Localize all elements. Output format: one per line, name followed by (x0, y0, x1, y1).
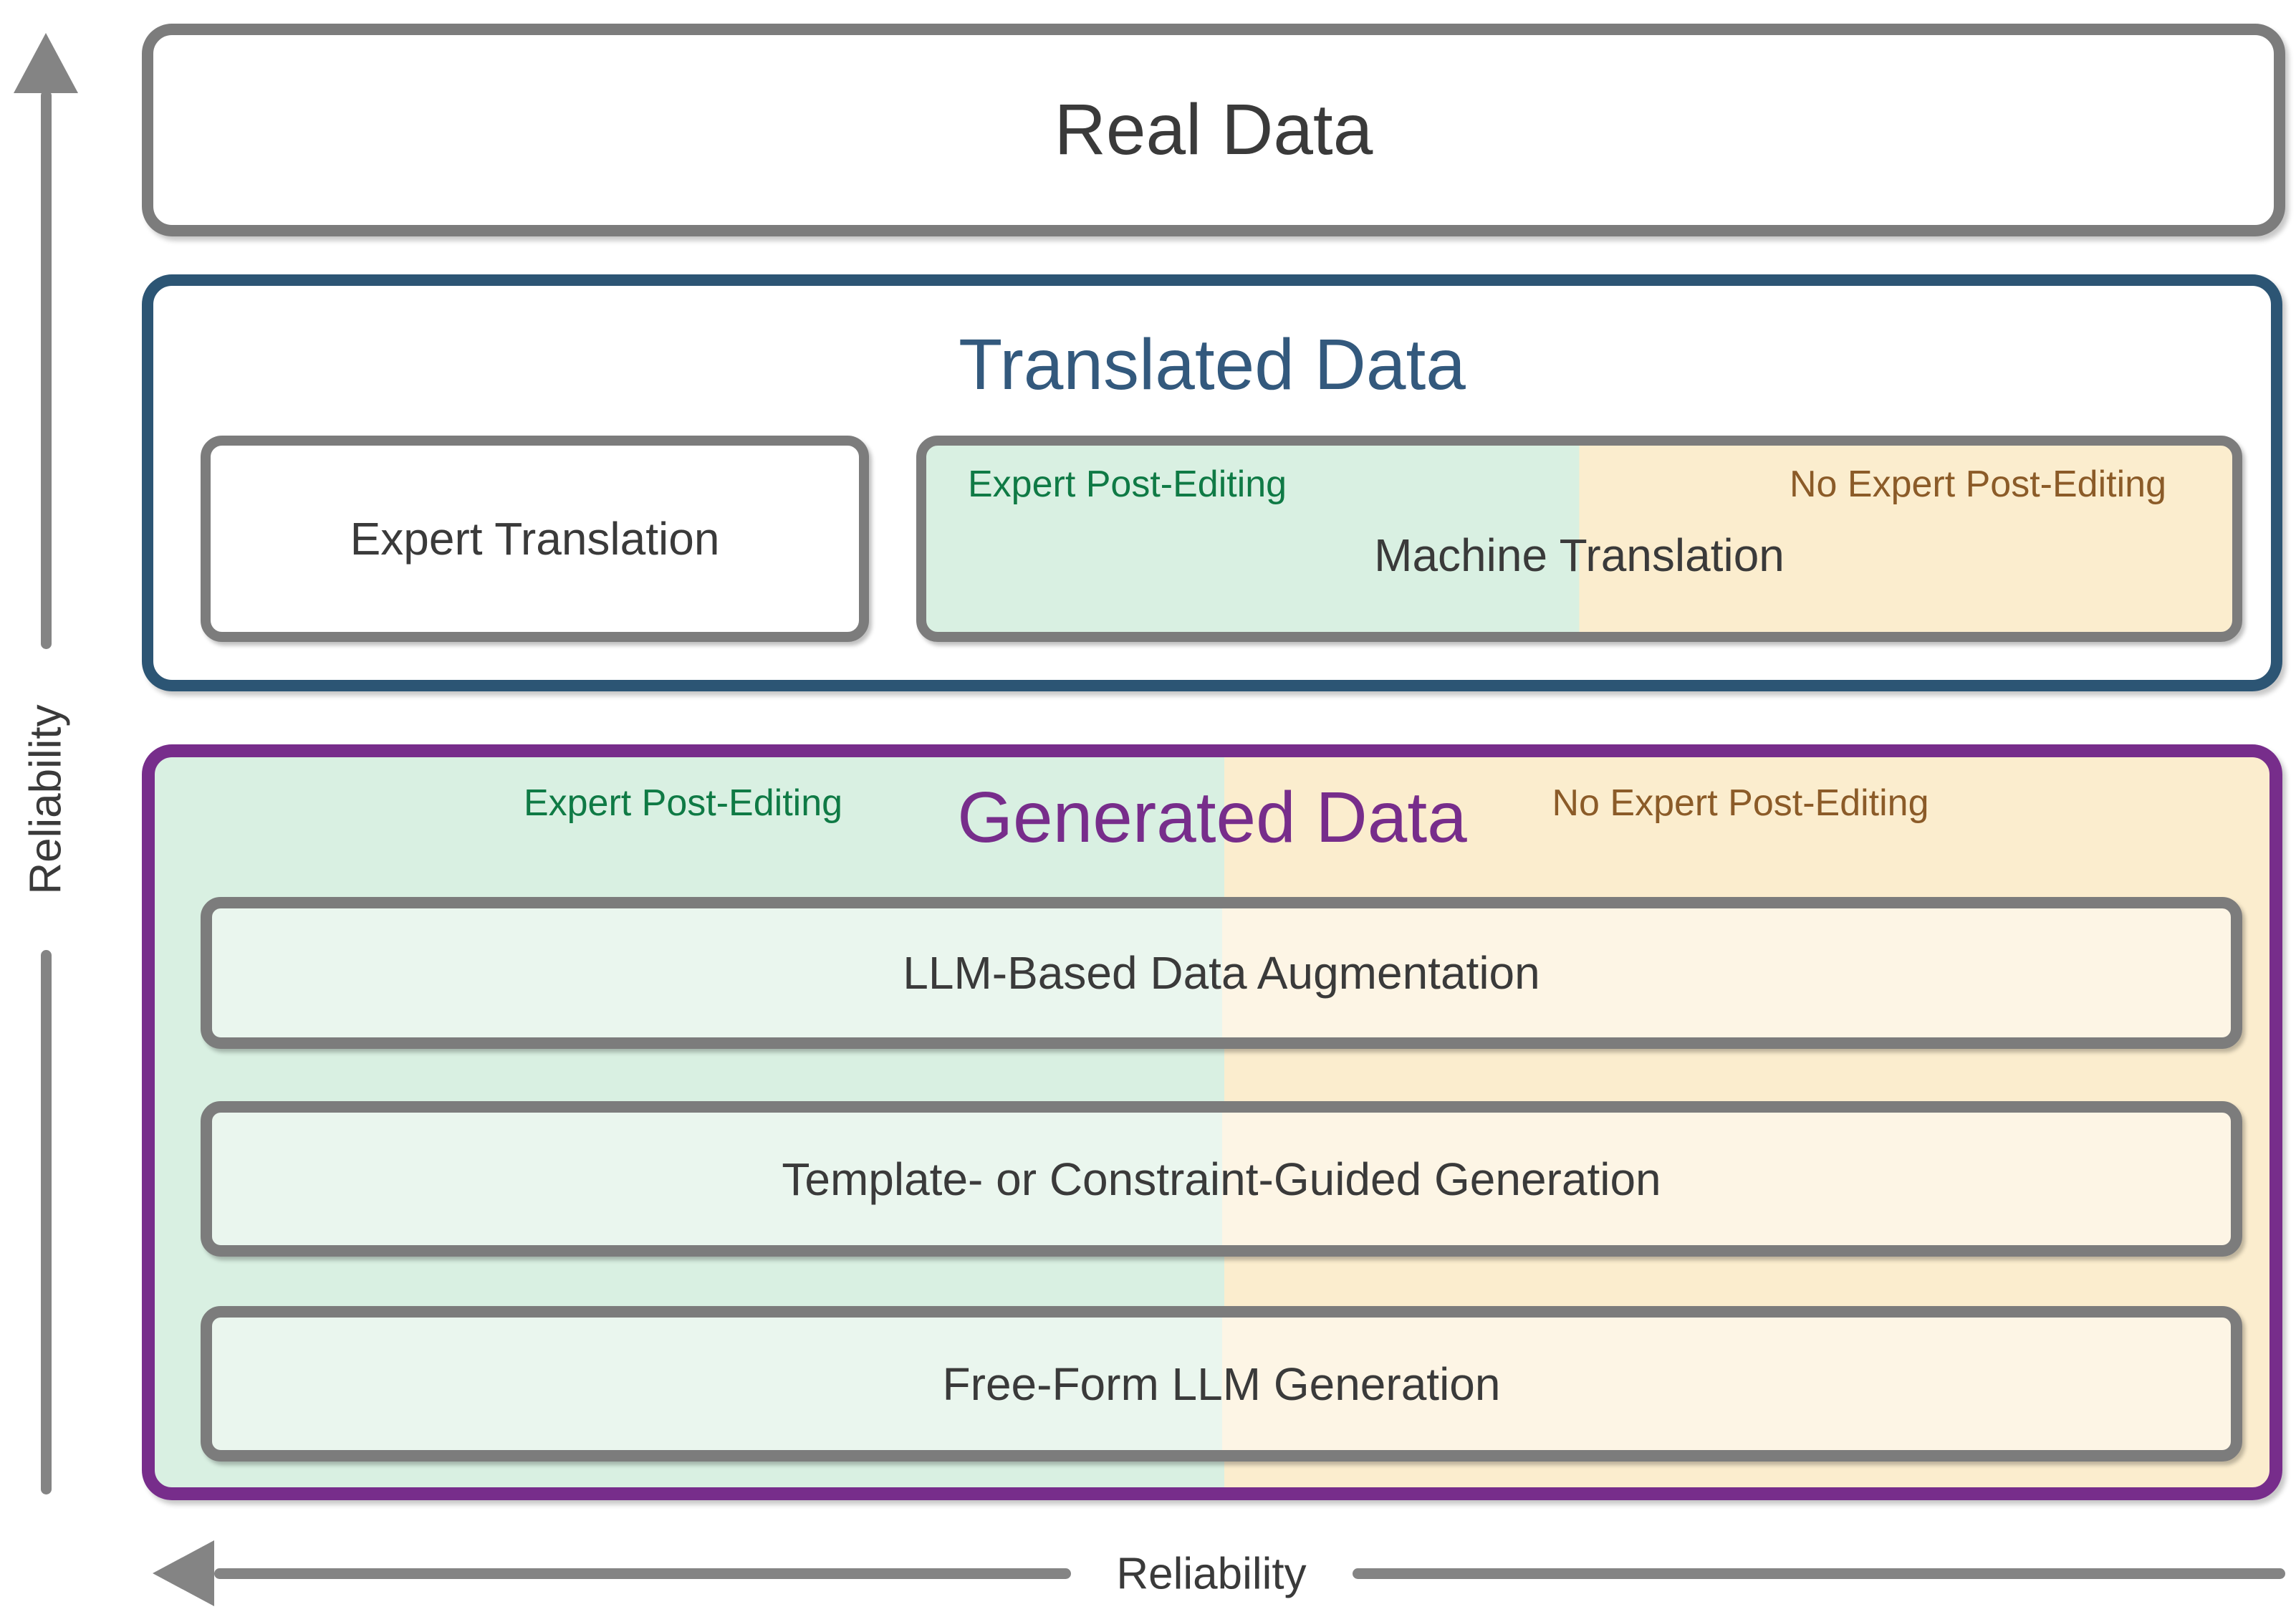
generated-expert-post-editing-tag: Expert Post-Editing (523, 782, 843, 824)
template-or-constraint-guided-generation-label: Template- or Constraint-Guided Generatio… (782, 1153, 1661, 1205)
llm-based-data-augmentation-box: LLM-Based Data Augmentation (201, 897, 2242, 1049)
vertical-axis-arrowhead-icon (14, 33, 78, 93)
real-data-layer: Real Data (142, 24, 2285, 236)
llm-based-data-augmentation-label: LLM-Based Data Augmentation (903, 947, 1540, 999)
machine-translation-expert-post-editing-tag: Expert Post-Editing (968, 464, 1287, 505)
generated-no-expert-post-editing-tag: No Expert Post-Editing (1552, 782, 1929, 824)
generated-data-layer: Expert Post-Editing Generated Data No Ex… (142, 744, 2282, 1500)
expert-translation-box: Expert Translation (201, 436, 869, 642)
generated-data-title: Generated Data (957, 777, 1467, 858)
translated-data-title: Translated Data (959, 325, 1466, 405)
machine-translation-no-expert-post-editing-tag: No Expert Post-Editing (1789, 464, 2166, 505)
machine-translation-box: Expert Post-Editing No Expert Post-Editi… (916, 436, 2242, 642)
vertical-axis-line-lower (41, 950, 52, 1494)
free-form-llm-generation-box: Free-Form LLM Generation (201, 1306, 2242, 1462)
horizontal-axis-arrowhead-icon (153, 1540, 214, 1606)
vertical-axis-label: Reliability (21, 704, 71, 895)
vertical-axis-line-upper (41, 90, 52, 649)
translated-data-layer: Translated Data Expert Translation Exper… (142, 274, 2282, 691)
real-data-title: Real Data (1054, 90, 1373, 170)
free-form-llm-generation-label: Free-Form LLM Generation (942, 1358, 1501, 1410)
template-or-constraint-guided-generation-box: Template- or Constraint-Guided Generatio… (201, 1101, 2242, 1257)
expert-translation-label: Expert Translation (350, 513, 720, 565)
horizontal-axis-label: Reliability (1116, 1549, 1307, 1599)
horizontal-axis-line-left (214, 1568, 1071, 1579)
machine-translation-label: Machine Translation (1374, 529, 1785, 581)
horizontal-axis-line-right (1353, 1568, 2285, 1579)
